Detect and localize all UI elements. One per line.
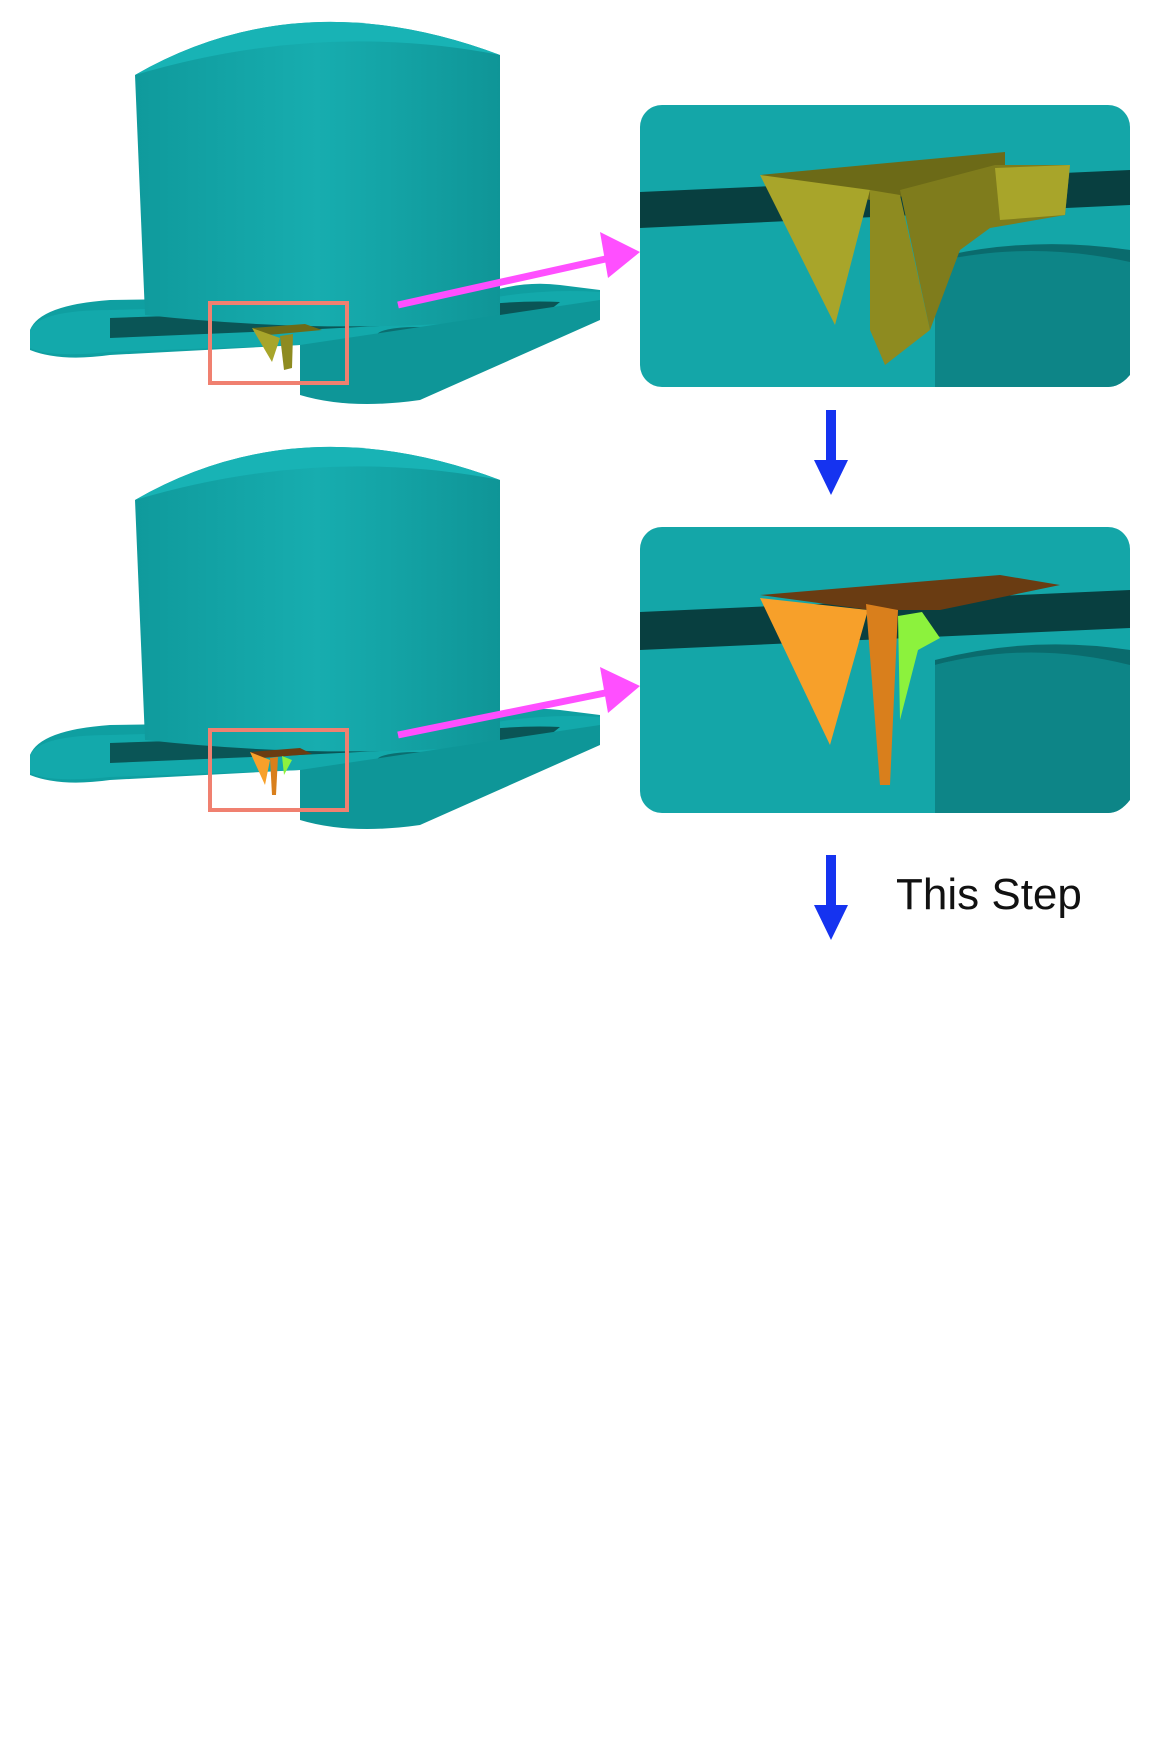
this-step-label: This Step	[896, 870, 1082, 919]
highlight-box-2	[208, 728, 349, 812]
zoom-arrow-2	[397, 688, 611, 739]
row-2	[30, 446, 1130, 829]
step-arrow-1	[814, 410, 848, 495]
zoom-arrow-head-1	[600, 232, 640, 278]
zoom-panel-1	[640, 105, 1130, 387]
row-1	[30, 21, 1130, 404]
model-render-1	[30, 21, 600, 404]
zoom-panel-2	[640, 527, 1130, 813]
model-render-2	[30, 446, 600, 829]
step-arrow-2	[814, 855, 848, 940]
zoom-arrow-1	[397, 254, 615, 309]
zoom-arrow-head-2	[600, 667, 640, 713]
highlight-box-1	[208, 301, 349, 385]
